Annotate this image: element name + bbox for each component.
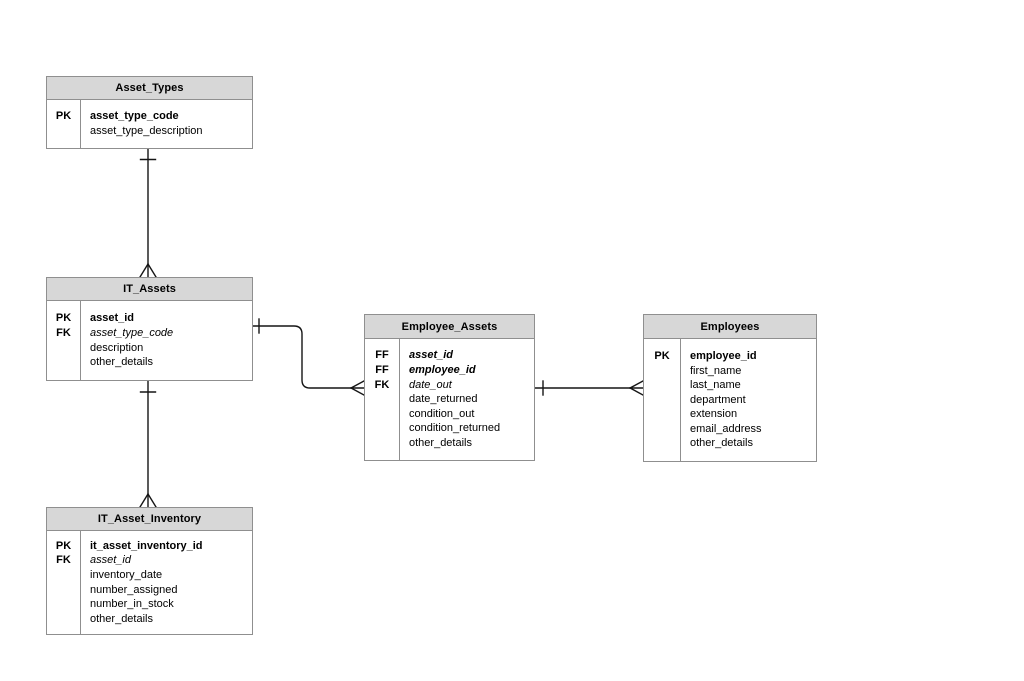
- entity-title: IT_Assets: [47, 278, 252, 301]
- attribute-name: inventory_date: [90, 568, 163, 581]
- attribute-row: asset_type_description: [47, 124, 252, 139]
- attribute-name: condition_out: [409, 407, 475, 420]
- attribute-name: condition_returned: [409, 422, 501, 435]
- attribute-row: first_name: [644, 364, 816, 379]
- attribute-row: other_details: [47, 612, 252, 627]
- attribute-row: PK it_asset_inventory_id: [47, 539, 252, 554]
- attribute-name: description: [90, 341, 144, 354]
- entity-asset-types[interactable]: Asset_Types PK asset_type_code asset_type_…: [46, 76, 253, 149]
- crow-foot-icon: [629, 380, 644, 396]
- attribute-row: number_assigned: [47, 583, 252, 598]
- key-label: FK: [374, 378, 390, 391]
- attribute-name: extension: [690, 408, 738, 421]
- attribute-row: condition_out: [365, 407, 534, 422]
- attribute-row: department: [644, 393, 816, 408]
- attribute-name: date_returned: [409, 393, 478, 406]
- relationship-it-assets-it-asset-inventory: [139, 379, 157, 508]
- key-label: FK: [56, 554, 71, 567]
- key-label: PK: [55, 312, 72, 325]
- attribute-row: FK asset_type_code: [47, 326, 252, 341]
- attribute-name: other_details: [90, 612, 153, 625]
- key-label: PK: [55, 539, 72, 552]
- attribute-row: FK asset_id: [47, 553, 252, 568]
- attribute-name: asset_id: [90, 312, 135, 325]
- attribute-name: number_assigned: [90, 583, 178, 596]
- attribute-name: other_details: [409, 436, 472, 449]
- relationship-it-assets-employee-assets: [252, 318, 365, 396]
- attribute-name: department: [690, 393, 746, 406]
- key-label: PK: [654, 349, 670, 362]
- attribute-row: other_details: [47, 355, 252, 370]
- attribute-row: PK asset_type_code: [47, 109, 252, 124]
- entity-employees[interactable]: Employees PK employee_id first_name last_na…: [643, 314, 817, 462]
- key-label: FK: [56, 326, 71, 339]
- key-label: PK: [55, 110, 72, 123]
- attribute-row: PK employee_id: [644, 349, 816, 364]
- attribute-name: asset_type_code: [90, 110, 179, 123]
- key-label: FF: [375, 364, 389, 377]
- entity-title: IT_Asset_Inventory: [47, 508, 252, 531]
- attribute-row: inventory_date: [47, 568, 252, 583]
- attribute-row: number_in_stock: [47, 597, 252, 612]
- attribute-name: number_in_stock: [90, 598, 174, 611]
- attribute-name: it_asset_inventory_id: [90, 539, 203, 552]
- attribute-row: email_address: [644, 422, 816, 437]
- attribute-row: last_name: [644, 378, 816, 393]
- crow-foot-icon: [139, 493, 157, 508]
- entity-title: Employee_Assets: [365, 315, 534, 339]
- attribute-row: PK asset_id: [47, 311, 252, 326]
- relationship-employee-assets-employees: [534, 380, 644, 396]
- attribute-name: last_name: [690, 379, 741, 392]
- key-label: FF: [375, 349, 389, 362]
- entity-it-asset-inventory[interactable]: IT_Asset_Inventory PK it_asset_inventory_…: [46, 507, 253, 635]
- attribute-row: description: [47, 341, 252, 356]
- crow-foot-icon: [350, 380, 365, 396]
- attribute-row: other_details: [365, 436, 534, 451]
- attribute-row: FK date_out: [365, 378, 534, 393]
- entity-attributes: PK asset_type_code asset_type_description: [47, 100, 252, 148]
- entity-title: Asset_Types: [47, 77, 252, 100]
- attribute-name: asset_id: [90, 554, 131, 567]
- attribute-row: date_returned: [365, 392, 534, 407]
- attribute-name: asset_type_code: [90, 326, 174, 339]
- attribute-row: FF asset_id: [365, 348, 534, 363]
- attribute-row: FF employee_id: [365, 363, 534, 378]
- attribute-name: other_details: [90, 356, 153, 369]
- attribute-name: asset_type_description: [90, 125, 203, 137]
- relationship-asset-types-it-assets: [139, 146, 157, 278]
- attribute-name: employee_id: [690, 349, 757, 362]
- attribute-row: extension: [644, 407, 816, 422]
- attribute-name: employee_id: [409, 364, 476, 377]
- attribute-name: date_out: [409, 378, 452, 391]
- attribute-name: first_name: [690, 364, 742, 377]
- attribute-name: asset_id: [409, 349, 454, 362]
- attribute-row: other_details: [644, 436, 816, 451]
- entity-title: Employees: [644, 315, 816, 339]
- attribute-name: other_details: [690, 437, 753, 450]
- attribute-name: email_address: [690, 422, 762, 435]
- crow-foot-icon: [139, 263, 157, 278]
- attribute-row: condition_returned: [365, 421, 534, 436]
